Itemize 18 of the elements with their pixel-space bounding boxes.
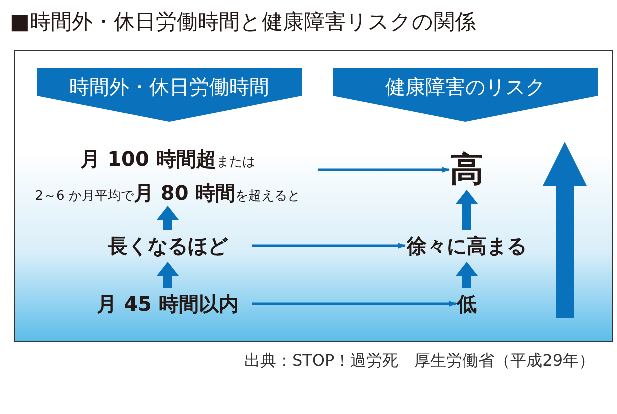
level-text: 高 <box>450 150 484 190</box>
arrow <box>252 243 406 249</box>
banner-text: 時間外・休日労働時間 <box>68 74 270 100</box>
level-text: 長くなるほど <box>108 233 228 260</box>
arrow <box>318 167 450 173</box>
diagram-title: ■時間外・休日労働時間と健康障害リスクの関係 <box>10 9 476 36</box>
source-caption: 出典：STOP！過労死 厚生労働省（平成29年） <box>244 350 595 372</box>
arrow <box>252 301 457 307</box>
block-arrow <box>456 190 478 230</box>
block-arrow <box>456 262 478 288</box>
block-arrow <box>157 262 179 288</box>
level-text: 低 <box>457 291 477 318</box>
level-text: 月 45 時間以内 <box>97 291 239 318</box>
level-text: 徐々に高まる <box>407 233 527 260</box>
block-arrow <box>157 206 179 230</box>
condition-text: 2～6 か月平均で月 80 時間を超えると <box>35 180 301 207</box>
banner-text: 健康障害のリスク <box>384 74 546 100</box>
condition-text: 月 100 時間超または <box>80 146 256 173</box>
